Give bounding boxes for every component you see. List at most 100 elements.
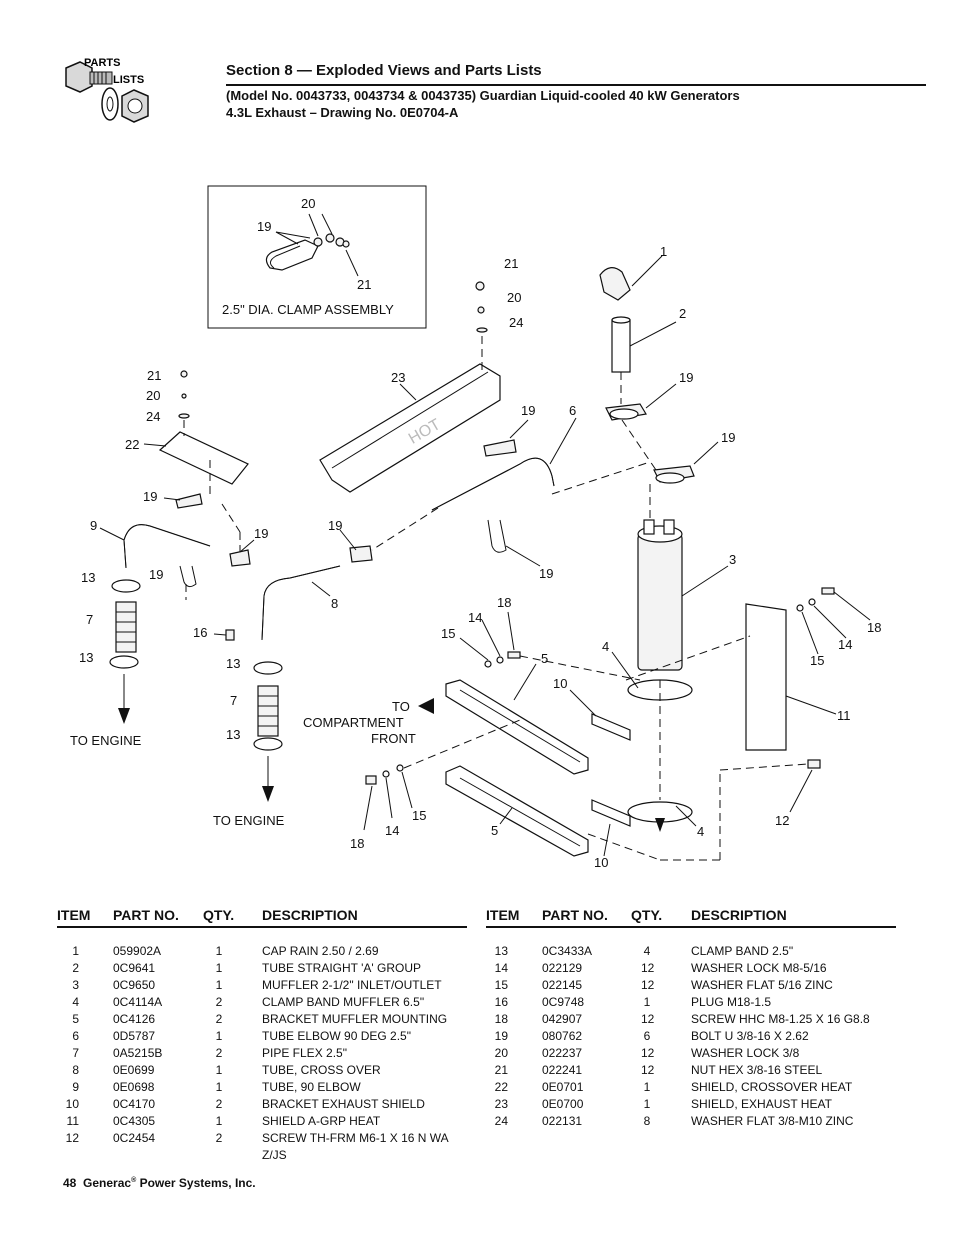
callout-19-g: 19	[149, 567, 163, 582]
header-description: DESCRIPTION	[262, 907, 358, 923]
part-number: 0E0700	[542, 1097, 584, 1111]
company-name: Generac	[83, 1176, 132, 1190]
model-subtitle: (Model No. 0043733, 0043734 & 0043735) G…	[226, 88, 740, 103]
description: SCREW HHC M8-1.25 X 16 G8.8	[691, 1012, 870, 1026]
quantity: 8	[643, 1114, 651, 1128]
header-divider	[226, 84, 926, 86]
item-number: 7	[72, 1046, 79, 1060]
callout-13-b: 13	[79, 650, 93, 665]
description: SCREW TH-FRM M6-1 X 16 N WA	[262, 1131, 449, 1145]
description: WASHER FLAT 3/8-M10 ZINC	[691, 1114, 854, 1128]
callout-24-left: 24	[146, 409, 160, 424]
callout-13-a: 13	[81, 570, 95, 585]
callout-6: 6	[569, 403, 576, 418]
callout-7-b: 7	[230, 693, 237, 708]
part-number: 022129	[542, 961, 583, 975]
to-engine-left: TO ENGINE	[70, 733, 142, 748]
part-number: 0C3433A	[542, 944, 593, 958]
quantity: 1	[643, 995, 651, 1009]
item-number: 23	[494, 1097, 508, 1111]
inset-caption: 2.5" DIA. CLAMP ASSEMBLY	[222, 302, 394, 317]
callout-14-right: 14	[838, 637, 852, 652]
item-number: 15	[494, 978, 508, 992]
description: SHIELD, CROSSOVER HEAT	[691, 1080, 853, 1094]
item-number: 11	[66, 1114, 79, 1128]
callout-12: 12	[775, 813, 789, 828]
quantity: 12	[641, 1012, 655, 1026]
part-number: 0E0701	[542, 1080, 584, 1094]
callout-15-mid: 15	[441, 626, 455, 641]
callout-19-f: 19	[254, 526, 268, 541]
callout-1: 1	[660, 244, 667, 259]
description: BOLT U 3/8-16 X 2.62	[691, 1029, 809, 1043]
callout-7-a: 7	[86, 612, 93, 627]
description: TUBE STRAIGHT 'A' GROUP	[262, 961, 422, 975]
tube-90-elbow: 9 19 19	[90, 518, 268, 588]
part-number: 022241	[542, 1063, 583, 1077]
item-number: 12	[65, 1131, 79, 1145]
item-number: 22	[494, 1080, 508, 1094]
quantity: 1	[215, 961, 223, 975]
center-flex-pipe-stack: 13 7 13 TO ENGINE	[213, 656, 285, 828]
description: MUFFLER 2-1/2" INLET/OUTLET	[262, 978, 442, 992]
callout-18-mid: 18	[497, 595, 511, 610]
callout-20-left: 20	[146, 388, 160, 403]
quantity: 1	[215, 1063, 223, 1077]
part-number: 0C2454	[113, 1131, 156, 1145]
callout-10-a: 10	[553, 676, 567, 691]
item-number: 21	[494, 1063, 508, 1077]
callout-19-e: 19	[143, 489, 157, 504]
callout-19-inset: 19	[257, 219, 271, 234]
callout-2: 2	[679, 306, 686, 321]
callout-23: 23	[391, 370, 405, 385]
to-compartment-line2: COMPARTMENT	[303, 715, 404, 730]
callout-18-bottom: 18	[350, 836, 364, 851]
callout-16: 16	[193, 625, 207, 640]
quantity: 1	[215, 1029, 223, 1043]
callout-15-right: 15	[810, 653, 824, 668]
header-part-no: PART NO.	[113, 907, 179, 923]
item-number: 20	[494, 1046, 508, 1060]
to-compartment-line3: FRONT	[371, 731, 416, 746]
part-number: 0C4114A	[113, 995, 163, 1009]
callout-5-a: 5	[541, 651, 548, 666]
callout-3: 3	[729, 552, 736, 567]
description: SHIELD, EXHAUST HEAT	[691, 1097, 832, 1111]
elbow-tube-90: 6 19	[431, 403, 577, 581]
callout-19-a: 19	[679, 370, 693, 385]
part-number: 0E0698	[113, 1080, 155, 1094]
callout-13-d: 13	[226, 727, 240, 742]
callout-4-a: 4	[602, 639, 609, 654]
item-number: 9	[72, 1080, 79, 1094]
description-continuation: Z/JS	[262, 1148, 287, 1162]
rain-cap-assembly: 1 2 19 19	[599, 244, 735, 484]
part-number: 0A5215B	[113, 1046, 163, 1060]
parts-lists-logo-icon: PARTS LISTS	[65, 57, 149, 123]
header-item: ITEM	[57, 907, 91, 923]
part-number: 0E0699	[113, 1063, 155, 1077]
section-title: Section 8 — Exploded Views and Parts Lis…	[226, 62, 542, 79]
quantity: 2	[215, 995, 223, 1009]
callout-24-top: 24	[509, 315, 523, 330]
header-qty: QTY.	[631, 907, 663, 923]
description: BRACKET MUFFLER MOUNTING	[262, 1012, 448, 1026]
quantity: 12	[641, 1046, 655, 1060]
quantity: 2	[215, 1012, 223, 1026]
description: TUBE, 90 ELBOW	[262, 1080, 361, 1094]
to-engine-center: TO ENGINE	[213, 813, 285, 828]
description: WASHER LOCK M8-5/16	[691, 961, 827, 975]
assembly-guide-lines	[183, 336, 809, 861]
